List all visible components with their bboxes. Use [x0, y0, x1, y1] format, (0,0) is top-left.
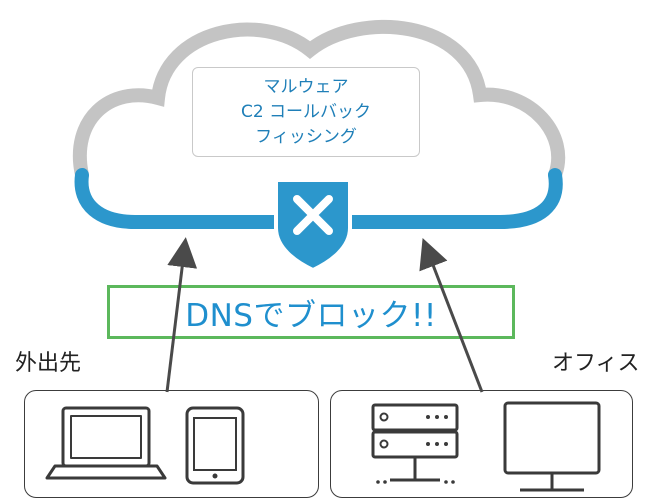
shield-block-icon — [274, 178, 352, 273]
office-devices-panel — [330, 390, 633, 498]
threat-phishing: フィッシング — [255, 126, 357, 147]
remote-devices-panel — [24, 390, 319, 498]
threat-malware: マルウェア — [263, 76, 349, 97]
threat-c2-callback: C2 コールバック — [240, 101, 372, 122]
threat-list-box: マルウェア C2 コールバック フィッシング — [192, 67, 420, 157]
remote-site-label: 外出先 — [15, 351, 82, 376]
dns-block-banner: DNSでブロック!! — [107, 285, 515, 339]
cloud-outline-lower — [74, 168, 563, 229]
office-site-label: オフィス — [552, 351, 640, 376]
dns-block-label: DNSでブロック!! — [185, 297, 437, 334]
